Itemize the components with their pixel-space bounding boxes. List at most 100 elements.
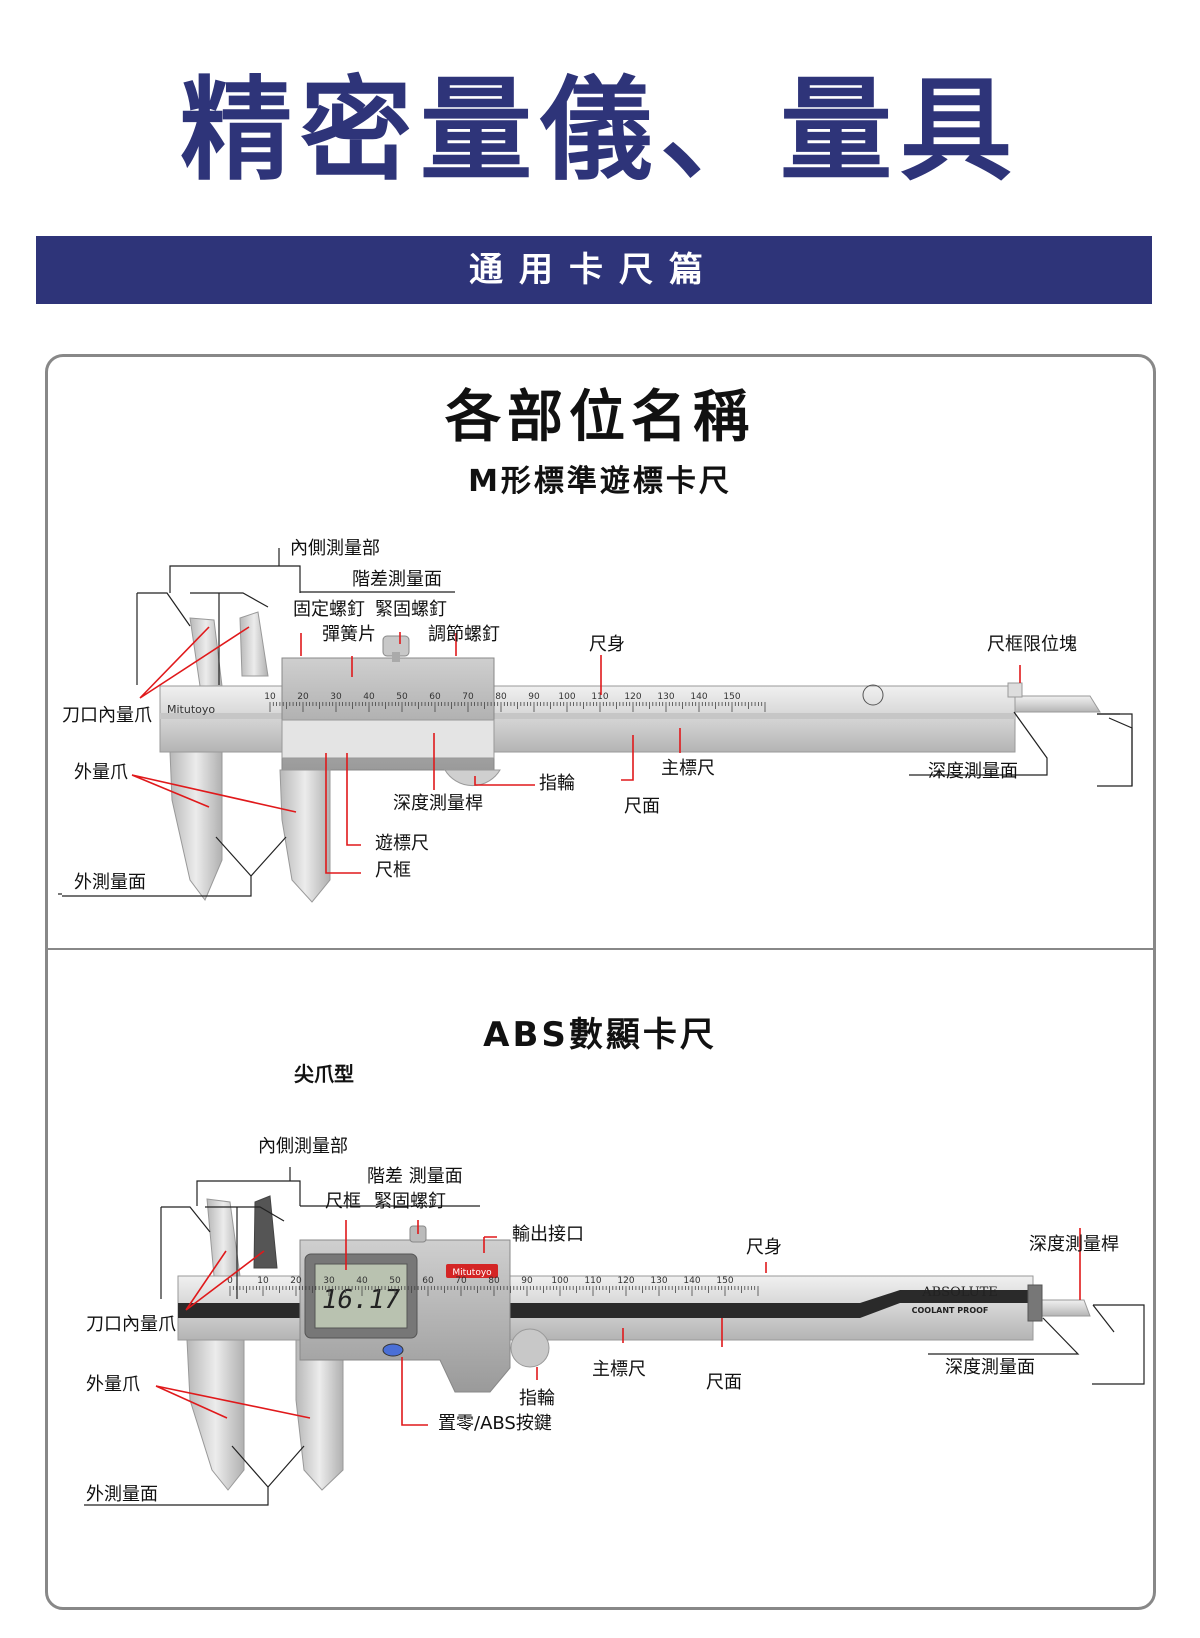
vernier-scale-number: 50 (396, 692, 408, 702)
label-v-outer-jaw: 外量爪 (74, 762, 128, 783)
vernier-scale-number: 100 (558, 692, 575, 702)
vernier-depth-rod (1014, 695, 1101, 713)
digital-end-block (1027, 1284, 1043, 1322)
vernier-black-leaders (58, 548, 1133, 897)
digital-title: ABS數顯卡尺 (483, 1015, 717, 1055)
vernier-scale-number: 10 (264, 692, 276, 702)
digital-scale-number: 20 (290, 1276, 302, 1286)
vernier-scale-number: 110 (591, 692, 608, 702)
digital-zero-button (382, 1343, 404, 1357)
label-d-scale-face: 尺面 (706, 1372, 742, 1393)
digital-lcd (314, 1263, 408, 1329)
digital-scale-number: 130 (650, 1276, 667, 1286)
label-d-main-scale: 主標尺 (592, 1359, 646, 1380)
label-v-adjust-screw: 調節螺釘 (428, 624, 500, 645)
vernier-brand: Mitutoyo (167, 703, 215, 716)
label-d-outer-face: 外測量面 (86, 1484, 158, 1505)
digital-scale-number: 80 (488, 1276, 500, 1286)
digital-scale-number: 150 (716, 1276, 733, 1286)
label-d-zero-button: 置零/ABS按鍵 (438, 1413, 552, 1434)
label-v-step-measuring: 階差測量面 (352, 569, 442, 590)
digital-absolute-mark: ABSOLUTE (921, 1285, 998, 1300)
label-v-scale-face: 尺面 (624, 796, 660, 817)
vernier-inner-jaw-moving (239, 611, 269, 677)
label-v-knife-inner-jaw: 刀口內量爪 (62, 705, 152, 726)
label-v-vernier-scale: 遊標尺 (375, 833, 429, 854)
digital-scale-number: 50 (389, 1276, 401, 1286)
vernier-stop-block (1007, 682, 1023, 698)
digital-scale-numbers: 0 10 20 30 40 50 60 70 80 90 100 110 120 130 140 150 (227, 1276, 734, 1286)
digital-scale-number: 40 (356, 1276, 368, 1286)
vernier-scale-number: 60 (429, 692, 441, 702)
digital-scale-number: 70 (455, 1276, 467, 1286)
label-d-step-measuring: 階差 測量面 (367, 1166, 463, 1187)
vernier-scale-number: 90 (528, 692, 540, 702)
vernier-scale-number: 30 (330, 692, 342, 702)
vernier-scale-number: 20 (297, 692, 309, 702)
label-v-main-scale: 主標尺 (661, 758, 715, 779)
label-v-spring: 彈簧片 (322, 624, 376, 645)
vernier-inner-jaw-fixed (189, 617, 223, 687)
digital-scale-number: 0 (227, 1276, 233, 1286)
digital-subtype: 尖爪型 (294, 1062, 354, 1086)
vernier-scale-number: 150 (723, 692, 740, 702)
label-d-slider: 尺框 (325, 1191, 361, 1212)
digital-scale-number: 60 (422, 1276, 434, 1286)
label-d-knife-inner-jaw: 刀口內量爪 (86, 1314, 176, 1335)
main-title: 精密量儀、量具 (180, 66, 1020, 196)
vernier-scale-number: 80 (495, 692, 507, 702)
label-v-fixing-screw: 固定螺釘 (293, 599, 365, 620)
label-v-inner-measuring: 內側測量部 (290, 538, 380, 559)
digital-lcd-value: 16.17 (322, 1285, 401, 1315)
digital-thumb-roller (510, 1328, 550, 1368)
label-v-slider: 尺框 (375, 860, 411, 881)
vernier-scale-number: 130 (657, 692, 674, 702)
digital-scale-number: 120 (617, 1276, 634, 1286)
digital-scale-number: 100 (551, 1276, 568, 1286)
panel-divider (45, 948, 1156, 950)
label-d-outer-jaw: 外量爪 (86, 1374, 140, 1395)
digital-coolant-mark: COOLANT PROOF (912, 1306, 989, 1315)
label-v-thumb-roller: 指輪 (539, 773, 575, 794)
label-v-clamp-screw: 緊固螺釘 (375, 599, 447, 620)
label-d-depth-rod: 深度測量桿 (1029, 1234, 1119, 1255)
label-d-inner-measuring: 內側測量部 (258, 1136, 348, 1157)
label-d-output: 輸出接口 (512, 1224, 584, 1245)
digital-outer-jaw-fixed (186, 1339, 245, 1491)
vernier-clamp-stem (392, 652, 400, 662)
digital-black-leaders (84, 1167, 1145, 1506)
label-v-depth-face: 深度測量面 (928, 761, 1018, 782)
label-v-beam-stop: 尺框限位塊 (987, 634, 1077, 655)
digital-scale-number: 110 (584, 1276, 601, 1286)
label-d-clamp-screw: 緊固螺釘 (374, 1191, 446, 1212)
digital-scale-number: 140 (683, 1276, 700, 1286)
vernier-scale-number: 40 (363, 692, 375, 702)
vernier-outer-jaw-fixed (169, 751, 223, 901)
vernier-red-leaders (131, 626, 1021, 874)
vernier-scale-plate (281, 719, 495, 759)
vernier-thumb-roller (444, 769, 501, 787)
digital-scale-number: 90 (521, 1276, 533, 1286)
label-v-outer-face: 外測量面 (74, 872, 146, 893)
vernier-scale-number: 120 (624, 692, 641, 702)
label-v-depth-rod: 深度測量桿 (393, 793, 483, 814)
vernier-beam-band (160, 713, 1015, 719)
vernier-jis-mark (862, 684, 884, 706)
vernier-outer-jaw-moving (279, 769, 331, 903)
digital-scale-number: 10 (257, 1276, 269, 1286)
digital-brand-badge (446, 1264, 498, 1278)
label-v-beam: 尺身 (589, 634, 625, 655)
digital-outer-jaw-moving (295, 1339, 344, 1491)
digital-scale-number: 30 (323, 1276, 335, 1286)
vernier-title: M形標準遊標卡尺 (468, 464, 732, 499)
vernier-main-scale-ticks (269, 702, 766, 712)
label-d-thumb-roller: 指輪 (519, 1388, 555, 1409)
label-d-beam: 尺身 (746, 1237, 782, 1258)
label-d-depth-face: 深度測量面 (945, 1357, 1035, 1378)
digital-red-leaders (155, 1220, 1081, 1426)
banner: 通用卡尺篇 (36, 236, 1152, 304)
